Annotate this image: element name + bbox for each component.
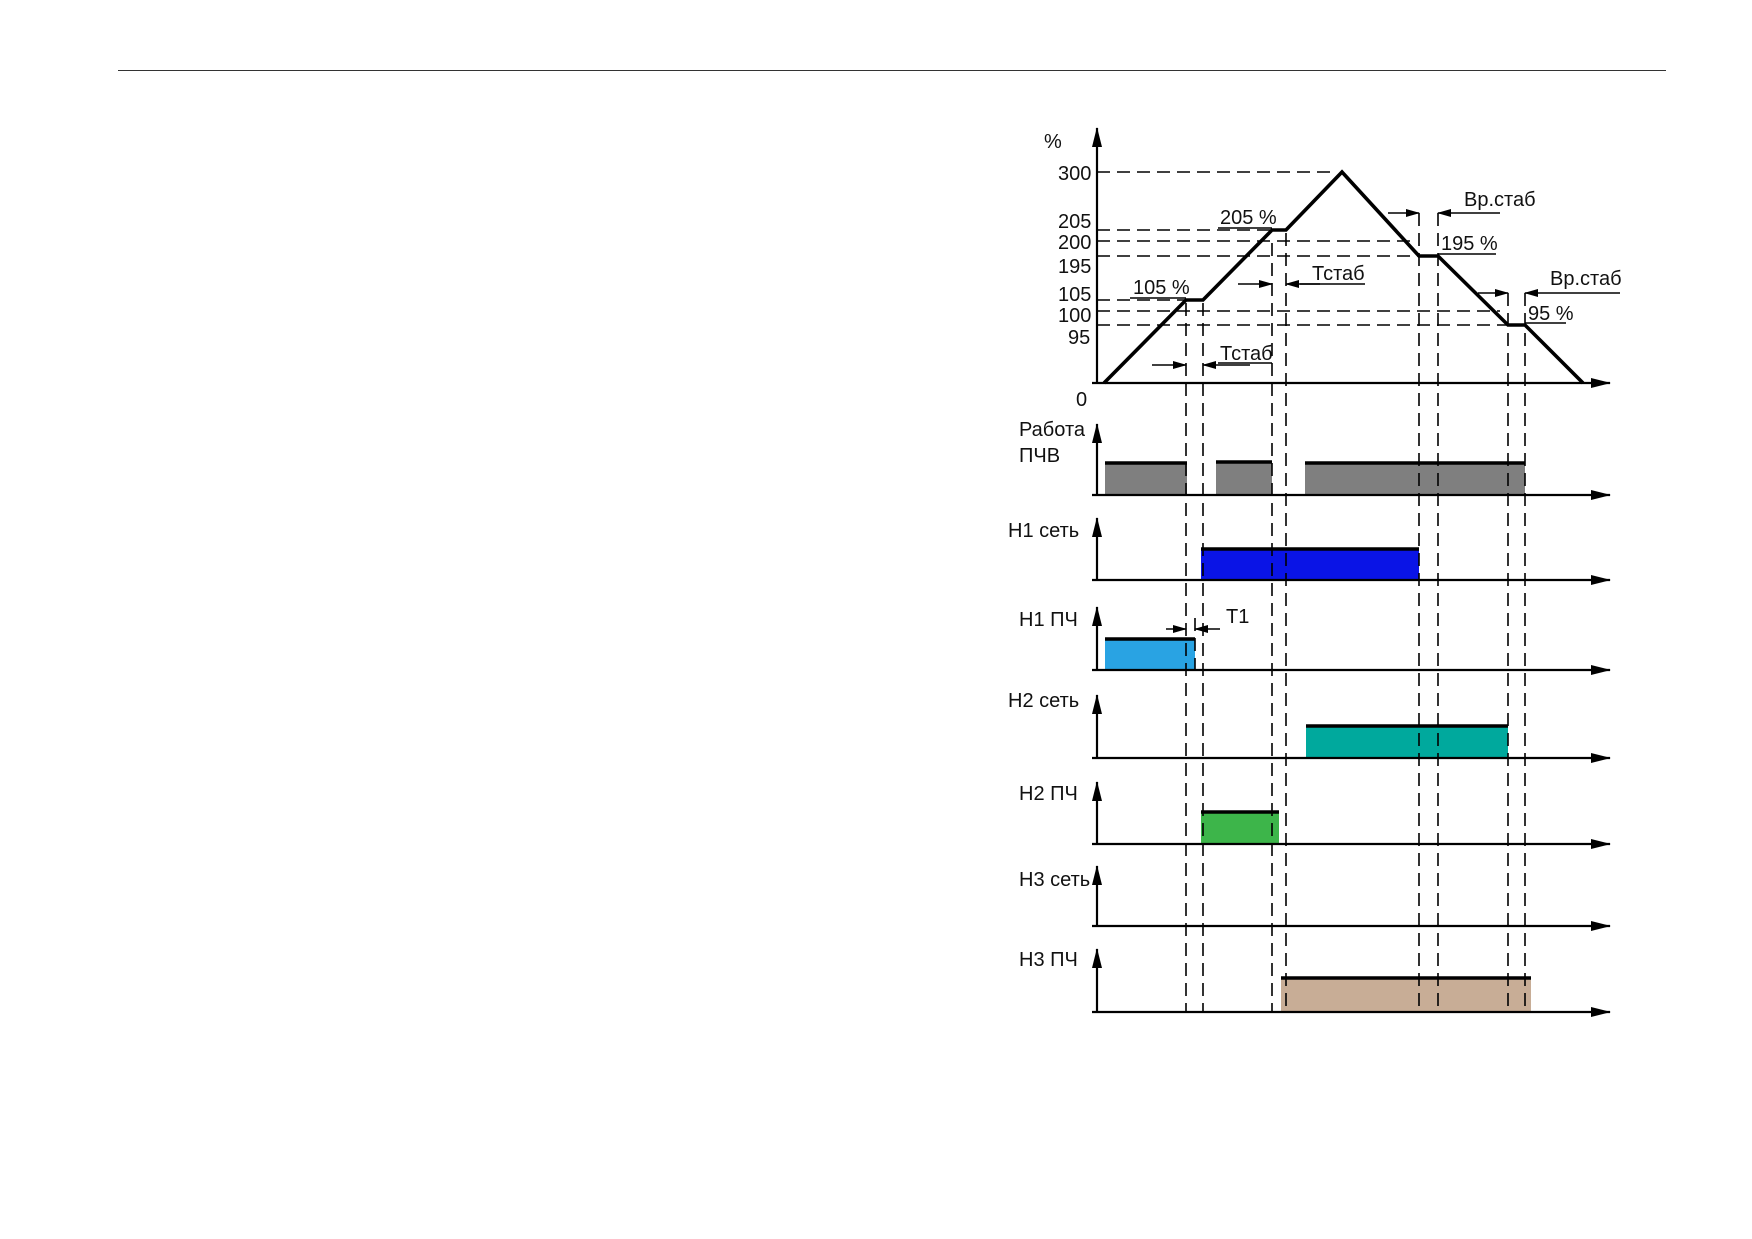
axes [1092, 127, 1611, 1017]
annotation-105: 105 % [1133, 277, 1190, 299]
pchv-bar-2 [1216, 462, 1272, 495]
annotation-95: 95 % [1528, 303, 1574, 325]
header-rule [118, 70, 1666, 71]
y-unit-label: % [1044, 131, 1062, 153]
annotation-tstab-upper: Тстаб [1312, 263, 1365, 285]
pchv-bar-1 [1105, 463, 1187, 495]
y-tick-105: 105 [1058, 284, 1091, 306]
annotation-tstab-lower: Тстаб [1220, 343, 1273, 365]
annotation-vrstab-upper: Вр.стаб [1464, 189, 1536, 211]
y-tick-100: 100 [1058, 305, 1091, 327]
y-tick-205: 205 [1058, 211, 1091, 233]
track-label-n3-net: Н3 сеть [1019, 869, 1090, 891]
graph-labels: % 300 205 200 195 105 100 95 0 105 % 205… [1044, 131, 1622, 628]
annotation-195: 195 % [1441, 233, 1498, 255]
y-tick-195: 195 [1058, 256, 1091, 278]
y-tick-95: 95 [1068, 327, 1090, 349]
track-label-n3-pch: Н3 ПЧ [1019, 949, 1078, 971]
load-curve [1102, 169, 1585, 385]
signal-bar-edges [1105, 460, 1531, 980]
pchv-bar-3 [1305, 463, 1525, 495]
y-tick-200: 200 [1058, 232, 1091, 254]
n3-pch-bar [1281, 978, 1531, 1012]
track-label-n2-pch: Н2 ПЧ [1019, 783, 1078, 805]
n1-net-bar [1201, 549, 1419, 580]
timing-annotations [1130, 209, 1620, 633]
track-labels: Работа ПЧВ Н1 сеть Н1 ПЧ Н2 сеть Н2 ПЧ Н… [1008, 419, 1090, 971]
track-label-pchv-line1: Работа [1019, 419, 1086, 441]
annotation-205: 205 % [1220, 207, 1277, 229]
n2-pch-bar [1201, 812, 1279, 844]
signal-bars [1105, 462, 1531, 1012]
track-label-pchv-line2: ПЧВ [1019, 445, 1060, 467]
track-label-n1-pch: Н1 ПЧ [1019, 609, 1078, 631]
y-tick-300: 300 [1058, 163, 1091, 185]
y-tick-0: 0 [1076, 389, 1087, 411]
vertical-guides [1185, 213, 1526, 1012]
track-label-n2-net: Н2 сеть [1008, 690, 1079, 712]
track-label-n1-net: Н1 сеть [1008, 520, 1079, 542]
n2-net-bar [1306, 726, 1508, 758]
n1-pch-bar [1105, 639, 1195, 670]
level-guides [1097, 171, 1508, 326]
annotation-t1: T1 [1226, 606, 1249, 628]
annotation-vrstab-lower: Вр.стаб [1550, 268, 1622, 290]
